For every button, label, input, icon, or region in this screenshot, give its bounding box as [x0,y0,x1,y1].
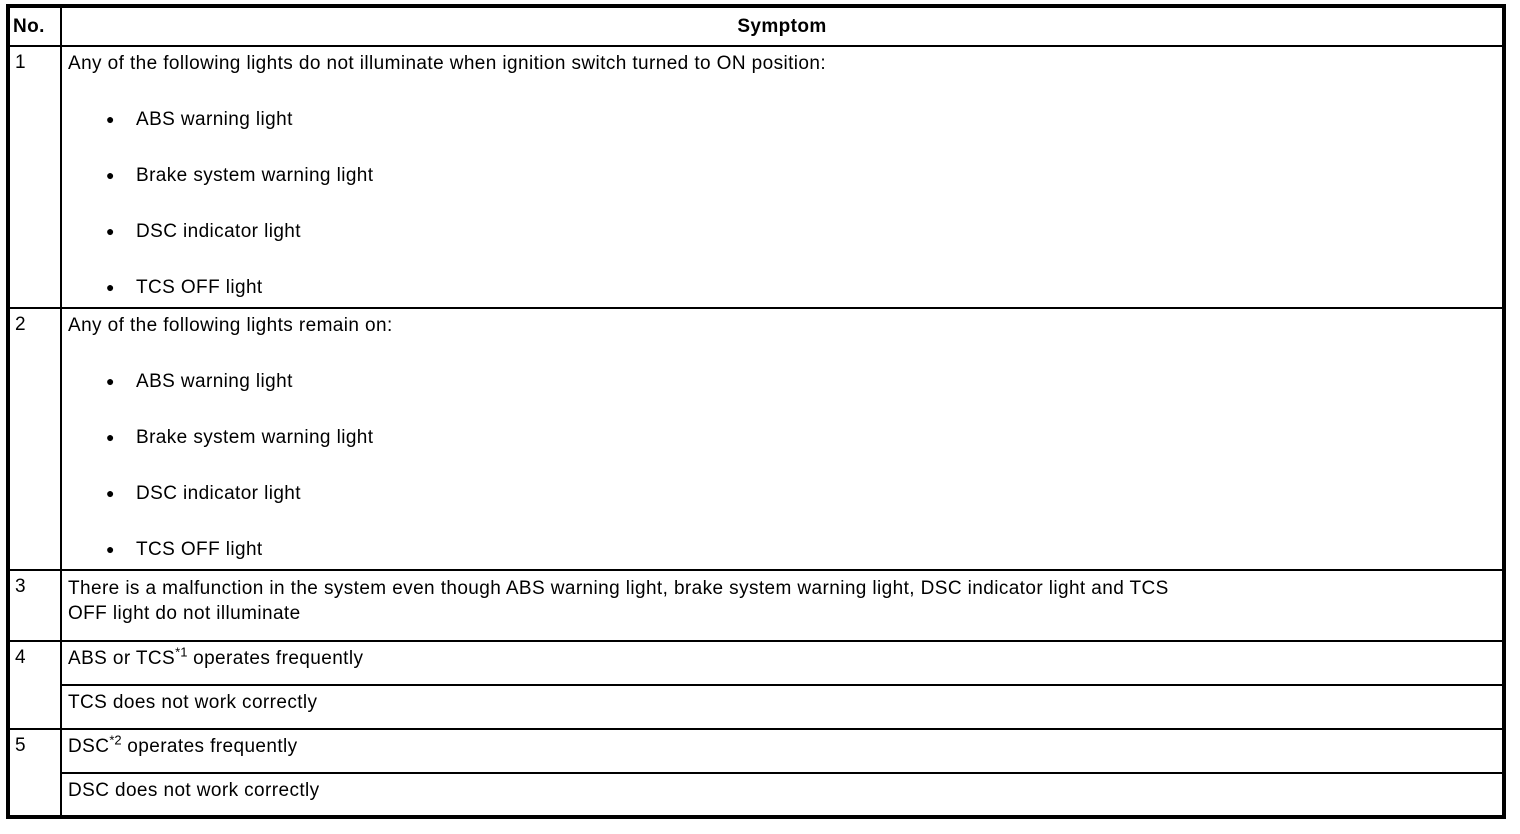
list-item-label: ABS warning light [136,371,293,392]
symptom-text: DSC [68,736,110,757]
list-item: ● Brake system warning light [68,164,1494,187]
list-item-label: DSC indicator light [136,221,301,242]
row-number: 5 [7,728,62,818]
bullet-icon: ● [106,167,115,183]
symptom-cell: TCS does not work correctly [60,684,1505,730]
list-item-label: TCS OFF light [136,277,263,298]
symptom-cell: DSC does not work correctly [60,772,1505,818]
symptom-cell: Any of the following lights remain on: ●… [60,307,1505,571]
list-item-label: ABS warning light [136,109,293,130]
symptom-cell: Any of the following lights do not illum… [60,45,1505,309]
symptom-cell: ABS or TCS*1 operates frequently [60,640,1505,686]
symptom-intro: Any of the following lights remain on: [68,315,393,336]
table-row-2: 2 Any of the following lights remain on:… [7,307,1505,571]
bullet-icon: ● [106,429,115,445]
table-row-1: 1 Any of the following lights do not ill… [7,45,1505,309]
symptom-text: TCS does not work correctly [68,692,318,713]
symptom-cell: DSC*2 operates frequently [60,728,1505,774]
symptom-cell: There is a malfunction in the system eve… [60,569,1505,642]
column-header-symptom: Symptom [60,5,1505,47]
bullet-icon: ● [106,485,115,501]
symptom-text: ABS or TCS [68,648,176,669]
column-header-no: No. [7,5,62,47]
symptom-text: operates frequently [187,648,364,669]
bullet-icon: ● [106,373,115,389]
table-row-4: 4 ABS or TCS*1 operates frequently [7,640,1505,730]
list-item-label: TCS OFF light [136,539,263,560]
row-number: 1 [7,45,62,309]
list-item: ● DSC indicator light [68,482,1494,505]
symptom-text: DSC does not work correctly [68,780,320,801]
list-item-label: DSC indicator light [136,483,301,504]
bullet-icon: ● [106,541,115,557]
table-header-row: No. Symptom [7,5,1505,47]
symptom-text-line: OFF light do not illuminate [68,603,301,624]
table-row-5b: DSC does not work correctly [8,772,1505,818]
footnote-marker: *1 [175,644,188,660]
list-item: ● ABS warning light [68,370,1494,393]
list-item: ● Brake system warning light [68,426,1494,449]
footnote-marker: *2 [109,732,122,748]
list-item-label: Brake system warning light [136,165,374,186]
list-item: ● ABS warning light [68,108,1494,131]
table-row-3: 3 There is a malfunction in the system e… [7,569,1505,642]
list-item: ● TCS OFF light [68,538,1494,561]
bullet-icon: ● [106,111,115,127]
table-row-4b: TCS does not work correctly [8,684,1505,730]
table-row-5: 5 DSC*2 operates frequently [7,728,1505,818]
list-item: ● DSC indicator light [68,220,1494,243]
row-number: 3 [7,569,62,642]
list-item-label: Brake system warning light [136,427,374,448]
symptom-text: operates frequently [121,736,298,757]
symptom-table: No. Symptom 1 Any of the following light… [6,4,1506,819]
row-number: 2 [7,307,62,571]
bullet-icon: ● [106,279,115,295]
list-item: ● TCS OFF light [68,276,1494,299]
symptom-text-line: There is a malfunction in the system eve… [68,578,1169,599]
row-number: 4 [7,640,62,730]
bullet-icon: ● [106,223,115,239]
symptom-intro: Any of the following lights do not illum… [68,53,826,74]
